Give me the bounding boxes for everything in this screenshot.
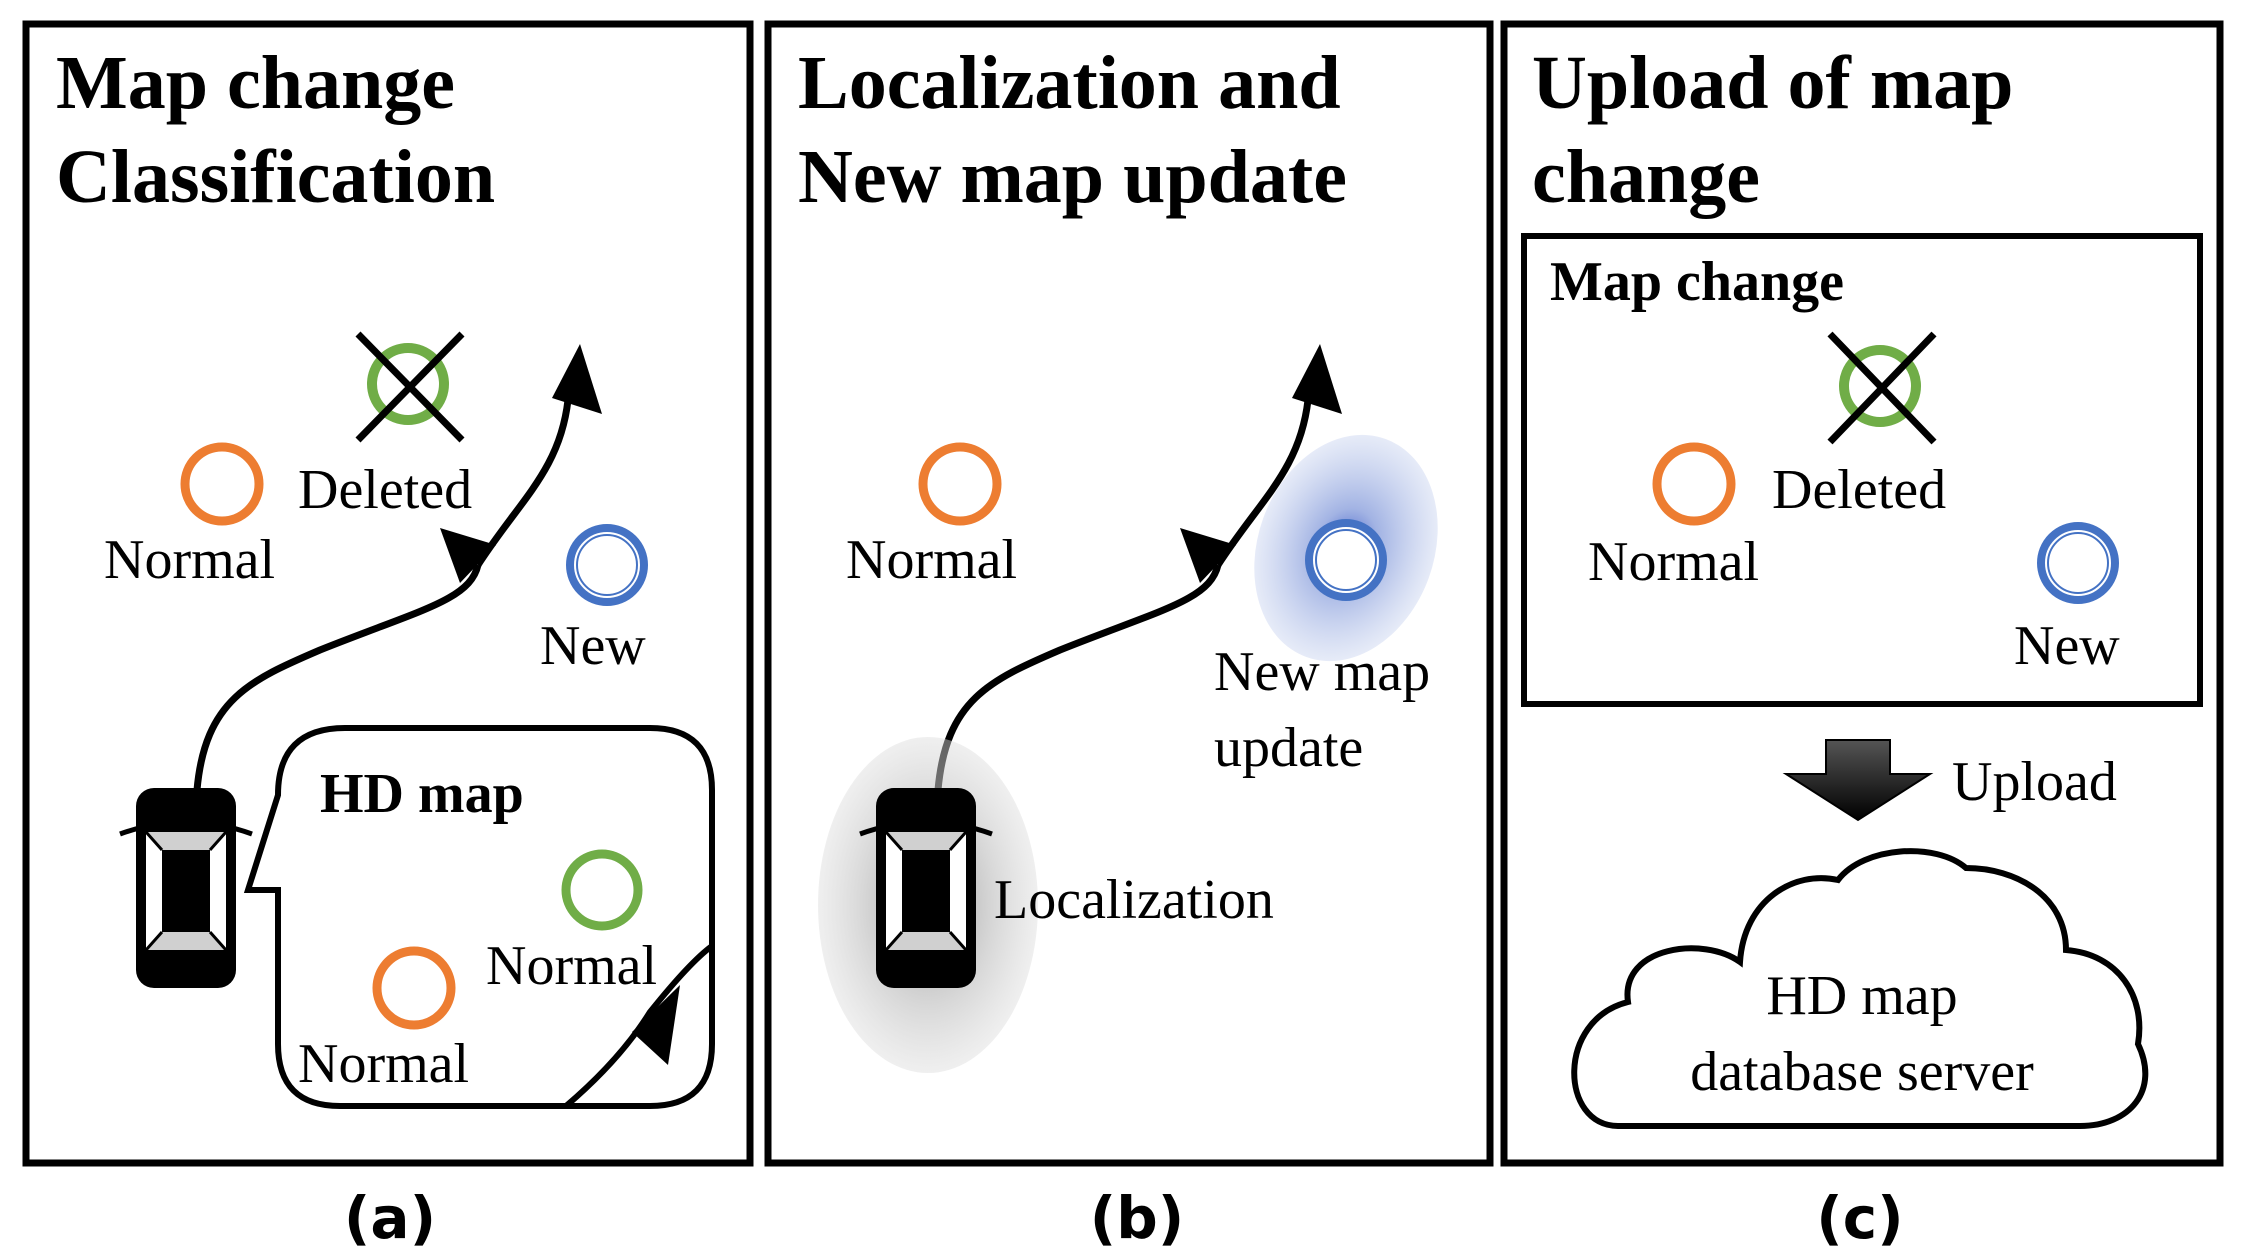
trajectory-arrow-icon	[934, 344, 1342, 791]
inset-deleted-marker-icon	[561, 849, 643, 931]
panel-a-title-line2: Classification	[56, 135, 495, 219]
panel-c: Upload of map change Map change Deleted …	[1500, 20, 2224, 1252]
inset-normal-label-2: Normal	[298, 1033, 469, 1095]
normal-marker-icon	[918, 442, 1002, 526]
vehicle-icon	[860, 788, 992, 988]
vehicle-icon	[120, 788, 252, 988]
new-marker-icon	[1305, 519, 1387, 601]
new-marker-icon	[566, 524, 648, 606]
map-change-box-title: Map change	[1550, 251, 1844, 313]
localization-label: Localization	[994, 869, 1274, 931]
normal-label: Normal	[104, 529, 275, 591]
deleted-label: Deleted	[1772, 459, 1946, 521]
server-label-line1: HD map	[1766, 965, 1957, 1027]
upload-label: Upload	[1952, 751, 2117, 813]
deleted-marker-icon	[355, 331, 465, 443]
new-marker-icon	[2037, 522, 2119, 604]
panel-c-caption: (c)	[1816, 1184, 1903, 1252]
new-label: New	[2014, 615, 2120, 677]
panel-b-title-line1: Localization and	[798, 41, 1341, 125]
inset-normal-label-1: Normal	[486, 935, 657, 997]
inset-normal-marker-icon	[372, 946, 456, 1030]
panel-c-frame	[1500, 20, 2224, 1167]
cloud-icon	[1571, 848, 2149, 1129]
panel-b-caption: (b)	[1090, 1184, 1185, 1252]
trajectory-arrow-icon	[193, 344, 602, 791]
normal-marker-icon	[1652, 442, 1736, 526]
map-change-box	[1521, 233, 2203, 707]
hd-map-title: HD map	[320, 763, 524, 825]
panel-a-caption: (a)	[344, 1184, 436, 1252]
upload-arrow-icon	[1782, 739, 1934, 822]
update-label-line1: New map	[1214, 641, 1430, 703]
panel-b-title-line2: New map update	[798, 135, 1347, 219]
normal-marker-icon	[180, 442, 264, 526]
panel-c-title-line1: Upload of map	[1532, 41, 2013, 125]
hd-map-callout: HD map Normal Normal	[243, 725, 715, 1109]
deleted-marker-icon	[1827, 331, 1937, 445]
normal-label: Normal	[846, 529, 1017, 591]
panel-a: Map change Classification Deleted Normal…	[22, 20, 754, 1252]
panel-b: Localization and New map update Normal N…	[764, 20, 1494, 1252]
inset-trajectory-arrow-icon	[564, 943, 714, 1109]
new-label: New	[540, 615, 646, 677]
panel-c-title-line2: change	[1532, 135, 1760, 219]
update-label-line2: update	[1214, 717, 1363, 779]
deleted-label: Deleted	[298, 459, 472, 521]
normal-label: Normal	[1588, 531, 1759, 593]
panel-a-title-line1: Map change	[56, 41, 455, 125]
panel-b-frame	[764, 20, 1494, 1167]
server-label-line2: database server	[1690, 1041, 2034, 1103]
panel-a-frame	[22, 20, 754, 1167]
